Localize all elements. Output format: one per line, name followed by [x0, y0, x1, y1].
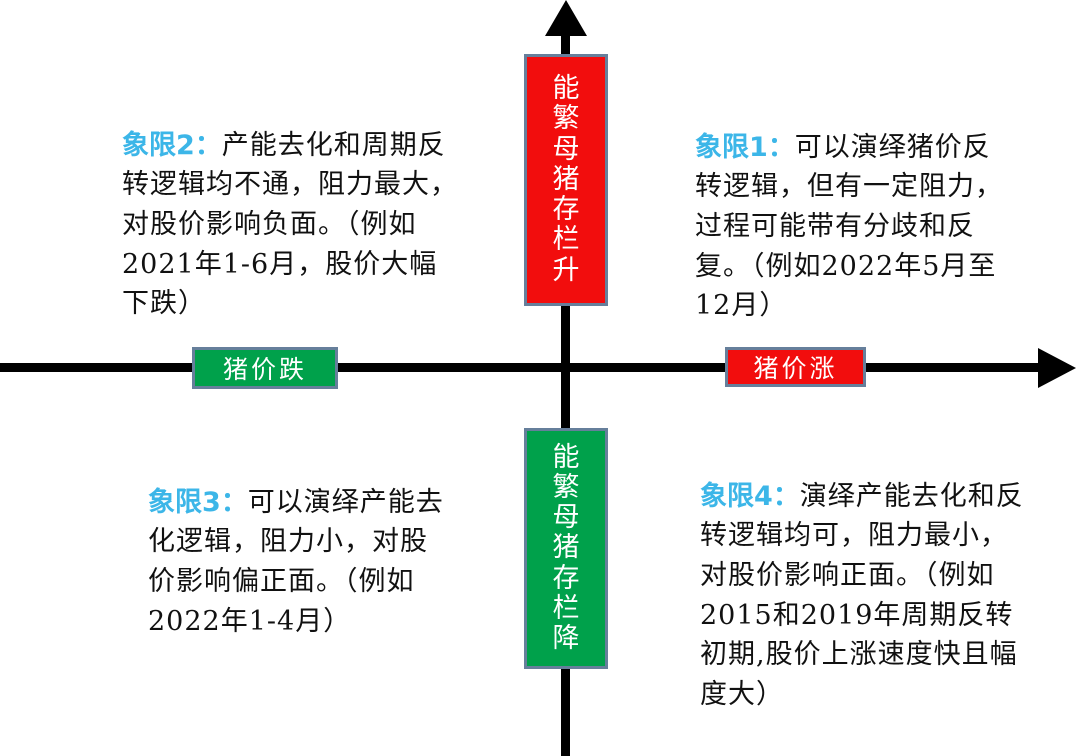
sow-up-char: 栏 [552, 224, 580, 256]
sow-down-char: 母 [552, 502, 580, 534]
sow-up-char: 升 [552, 254, 580, 286]
quadrant-1-body: 可以演绎猪价反转逻辑，但有一定阻力，过程可能带有分歧和反复。（例如2022年5月… [695, 131, 1003, 322]
quadrant-3-text-block: 象限3：可以演绎产能去化逻辑，阻力小，对股价影响偏正面。（例如2022年1-4月… [148, 443, 448, 641]
sow-down-char: 能 [552, 441, 580, 473]
horizontal-axis-line [0, 363, 1042, 372]
sow-down-char: 栏 [552, 592, 580, 624]
quadrant-2-text-block: 象限2：产能去化和周期反转逻辑均不通，阻力最大，对股价影响负面。（例如2021年… [122, 86, 462, 324]
quadrant-4-body: 演绎产能去化和反转逻辑均可，阻力最小，对股价影响正面。（例如2015和2019年… [700, 480, 1024, 711]
sow-down-char: 猪 [552, 532, 580, 564]
quadrant-2-body: 产能去化和周期反转逻辑均不通，阻力最大，对股价影响负面。（例如2021年1-6月… [122, 129, 458, 320]
sow-up-char: 猪 [552, 163, 580, 195]
sow-up-char: 繁 [552, 103, 580, 135]
quadrant-2-label: 象限2： [122, 129, 222, 161]
axis-arrow-up-icon [545, 0, 587, 36]
sow-inventory-up-box: 能 繁 母 猪 存 栏 升 [524, 54, 608, 306]
quadrant-3-body: 可以演绎产能去化逻辑，阻力小，对股价影响偏正面。（例如2022年1-4月） [148, 486, 444, 637]
vertical-axis-line [561, 14, 570, 756]
sow-down-char: 繁 [552, 471, 580, 503]
pig-price-up-box: 猪价涨 [725, 347, 866, 387]
quadrant-4-label: 象限4： [700, 480, 800, 512]
quadrant-1-label: 象限1： [695, 131, 795, 163]
sow-up-char: 能 [552, 73, 580, 105]
axis-arrow-right-icon [1038, 348, 1076, 388]
quadrant-4-text-block: 象限4：演绎产能去化和反转逻辑均可，阻力最小，对股价影响正面。（例如2015和2… [700, 437, 1030, 715]
pig-price-down-box: 猪价跌 [192, 347, 338, 389]
sow-up-char: 母 [552, 133, 580, 165]
sow-down-char: 降 [552, 623, 580, 655]
sow-down-char: 存 [552, 562, 580, 594]
sow-inventory-down-box: 能 繁 母 猪 存 栏 降 [524, 428, 608, 669]
sow-up-char: 存 [552, 194, 580, 226]
quadrant-1-text-block: 象限1：可以演绎猪价反转逻辑，但有一定阻力，过程可能带有分歧和反复。（例如202… [695, 88, 1005, 326]
quadrant-3-label: 象限3： [148, 486, 248, 518]
